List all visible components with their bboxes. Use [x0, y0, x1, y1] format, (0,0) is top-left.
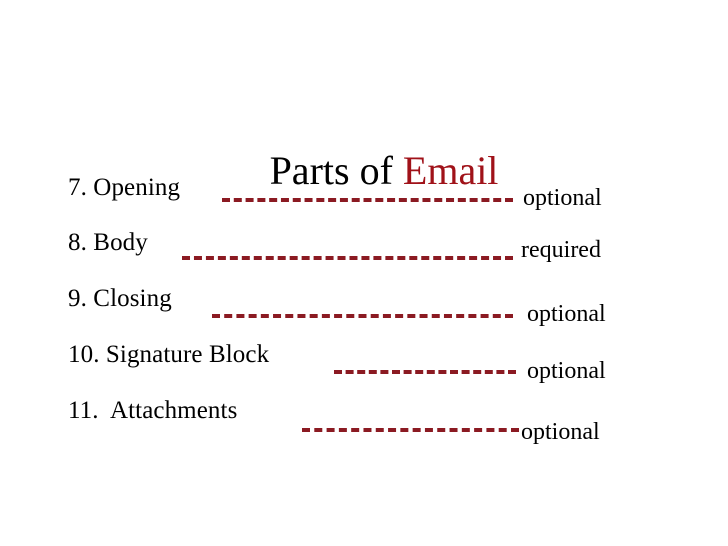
list-item: 10. Signature Block optional [0, 340, 728, 396]
list-item-requirement: optional [523, 185, 602, 211]
leader-dash-line [212, 314, 513, 318]
list-item-requirement: optional [521, 419, 600, 445]
list-item-requirement: optional [527, 358, 606, 384]
list-item-requirement: optional [527, 301, 606, 327]
list-item: 11. Attachments optional [0, 396, 728, 452]
list-item-label: 9. Closing [68, 285, 172, 312]
list-item: 9. Closing optional [0, 284, 728, 340]
list-item: 8. Body required [0, 228, 728, 284]
list-item-label: 11. Attachments [68, 397, 238, 424]
page-title: Parts of Email [0, 99, 728, 243]
list-item-label: 7. Opening [68, 174, 181, 201]
page-title-highlight: Email [402, 148, 499, 193]
leader-dash-line [222, 198, 513, 202]
list-item-label: 8. Body [68, 229, 148, 256]
leader-dash-line [334, 370, 516, 374]
leader-dash-line [182, 256, 513, 260]
list-item: 7. Opening optional [0, 171, 728, 227]
list-item-requirement: required [521, 237, 601, 263]
leader-dash-line [302, 428, 519, 432]
page-title-lead: Parts of [269, 148, 403, 193]
list-item-label: 10. Signature Block [68, 341, 270, 368]
